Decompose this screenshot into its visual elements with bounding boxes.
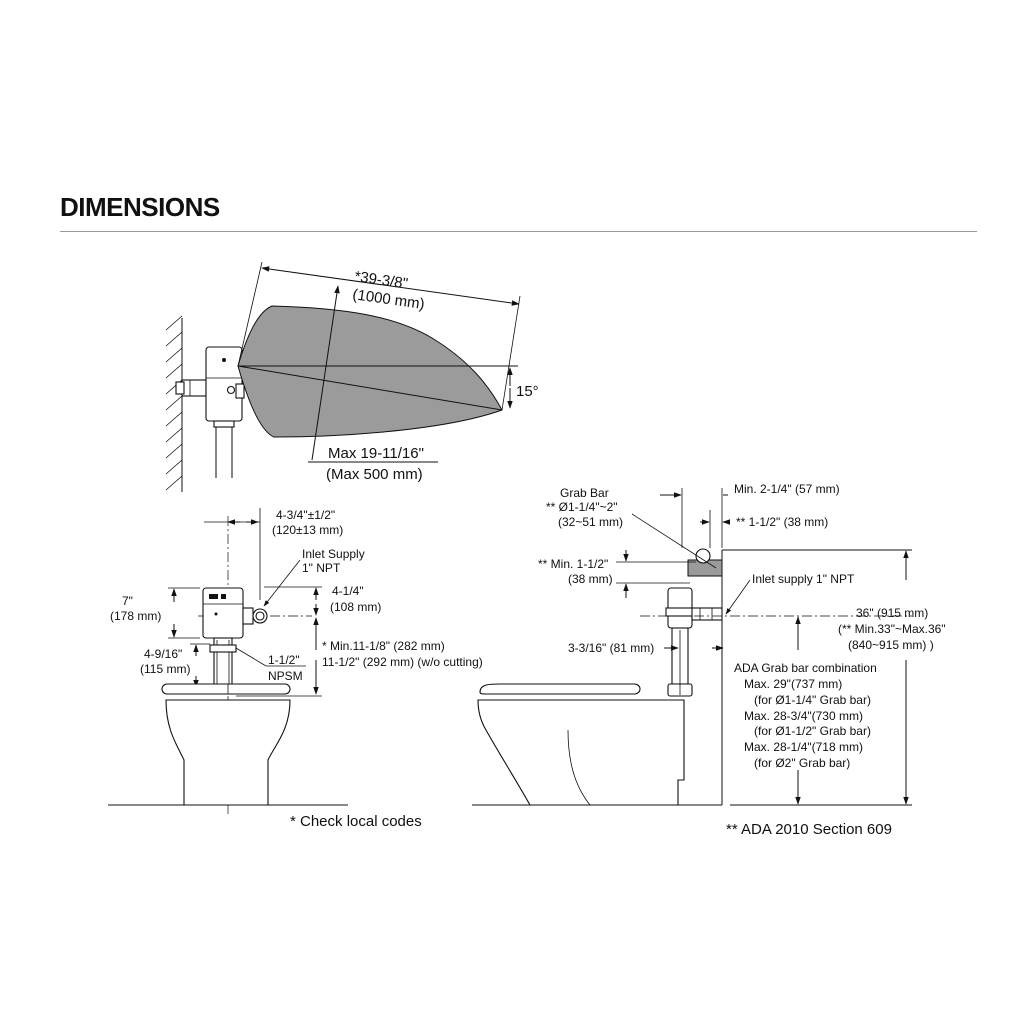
supply-pipe xyxy=(181,379,207,397)
sensor-range-view: *39-3/8" (1000 mm) 15° Max 19-11/16" (Ma… xyxy=(165,261,539,492)
grab-bar-label: Grab Bar xyxy=(560,486,609,500)
ada-line: Max. 28-1/4"(718 mm) xyxy=(744,740,863,754)
max-range-label: Max 19-11/16" xyxy=(328,445,424,462)
check-local-codes-note: * Check local codes xyxy=(290,813,422,830)
valve-height-mm: (178 mm) xyxy=(110,609,161,623)
ada-heading: ADA Grab bar combination xyxy=(734,661,877,675)
toilet-bowl-side xyxy=(477,699,685,806)
side-supply-pipe xyxy=(691,607,723,621)
top-width-mm: (120±13 mm) xyxy=(272,523,343,537)
top-width-label: 4-3/4"±1/2" xyxy=(276,508,335,522)
sensor-eye-icon xyxy=(222,358,226,362)
min-height-label: * Min.11-1/8" (282 mm) xyxy=(322,639,445,653)
min-clearance-mm: (38 mm) xyxy=(568,572,613,586)
title-divider xyxy=(60,231,977,232)
inlet-offset-label: 4-1/4" xyxy=(332,584,364,598)
inlet-supply-label: Inlet Supply xyxy=(302,547,365,561)
ada-line: (for Ø2" Grab bar) xyxy=(754,756,850,770)
range-label-mm: (1000 mm) xyxy=(351,286,425,313)
range-dimension-arrow xyxy=(261,266,520,306)
npsm-label: NPSM xyxy=(268,669,303,683)
inlet-npt-label: 1" NPT xyxy=(302,561,341,575)
toilet-seat-side xyxy=(479,683,641,695)
spud-height-mm: (115 mm) xyxy=(140,662,190,676)
angle-label: 15° xyxy=(516,383,539,400)
side-spud-label: 3-3/16" (81 mm) xyxy=(568,641,654,655)
valve-height-label: 7" xyxy=(122,594,133,608)
grab-bar xyxy=(695,548,711,564)
page-title: DIMENSIONS xyxy=(60,192,220,222)
min-clearance-label: ** Min. 1-1/2" xyxy=(538,557,608,571)
grab-bar-size-mm: (32~51 mm) xyxy=(558,515,623,529)
max-distance-arrow xyxy=(311,285,340,461)
toilet-bowl-front xyxy=(165,699,291,806)
side-view: Grab Bar ** Ø1-1/4"~2" (32~51 mm) Min. 2… xyxy=(472,482,946,838)
grab-bar-gap-label: ** 1-1/2" (38 mm) xyxy=(736,515,828,529)
min-wall-clearance-label: Min. 2-1/4" (57 mm) xyxy=(734,482,840,496)
grab-bar-leader xyxy=(631,513,717,569)
min-height-alt-label: 11-1/2" (292 mm) (w/o cutting) xyxy=(322,655,483,669)
spud-height-label: 4-9/16" xyxy=(144,647,182,661)
inlet-offset-mm: (108 mm) xyxy=(330,600,381,614)
sensing-zone xyxy=(237,305,503,438)
total-height-range-mm: (840~915 mm) ) xyxy=(848,638,934,652)
ada-line: (for Ø1-1/4" Grab bar) xyxy=(754,693,871,707)
total-height-label: 36" (915 mm) xyxy=(856,606,928,620)
ada-line: Max. 28-3/4"(730 mm) xyxy=(744,709,863,723)
side-inlet-label: Inlet supply 1" NPT xyxy=(752,572,855,586)
front-view: 4-3/4"±1/2" (120±13 mm) Inlet Supply 1" … xyxy=(108,508,483,830)
total-height-range-label: (** Min.33"~Max.36" xyxy=(838,622,946,636)
ada-line: (for Ø1-1/2" Grab bar) xyxy=(754,724,871,738)
ada-requirements: ADA Grab bar combination Max. 29"(737 mm… xyxy=(734,661,877,770)
ada-line: Max. 29"(737 mm) xyxy=(744,677,842,691)
toilet-seat-front xyxy=(161,683,291,695)
grab-bar-size-label: ** Ø1-1/4"~2" xyxy=(546,500,618,514)
wall-hatch xyxy=(165,315,183,491)
max-range-label-mm: (Max 500 mm) xyxy=(326,466,423,483)
ada-section-note: ** ADA 2010 Section 609 xyxy=(726,821,892,838)
npsm-size-label: 1-1/2" xyxy=(268,653,300,667)
